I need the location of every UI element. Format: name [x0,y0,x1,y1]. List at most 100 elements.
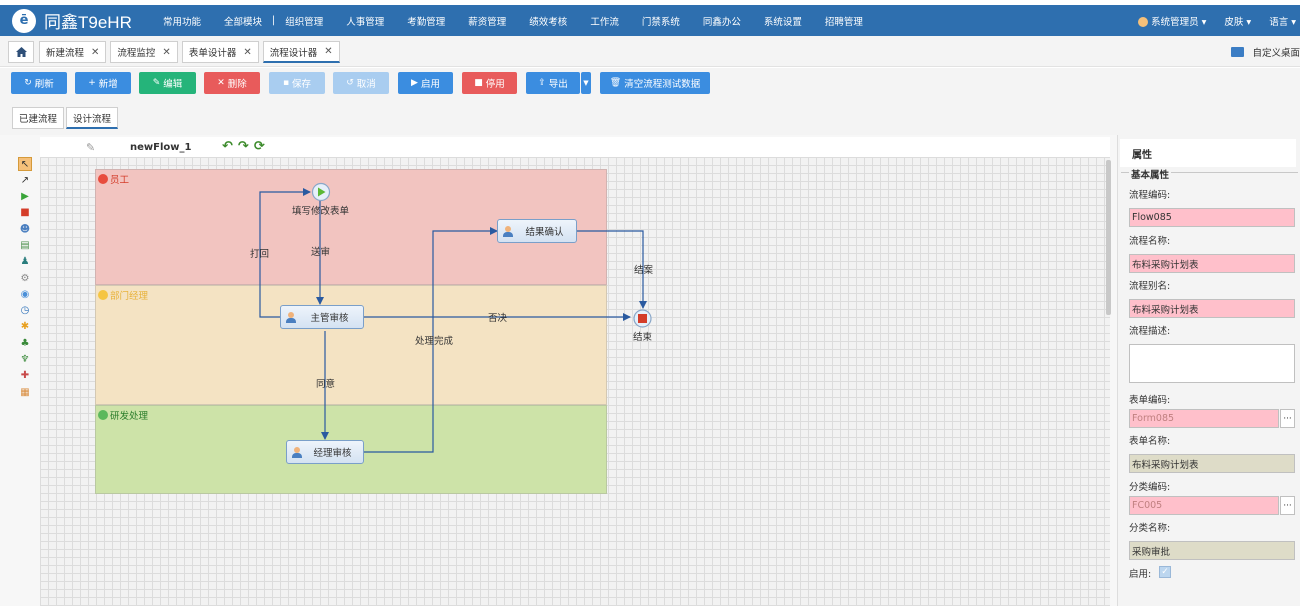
close-icon[interactable]: ✕ [162,46,171,58]
trash-icon: 🗑 [609,78,622,88]
language-menu[interactable]: 语言 ▾ [1269,16,1296,28]
add-button[interactable]: +新增 [75,72,131,94]
fork-tool-icon[interactable]: ♣ [20,337,30,349]
menu-office[interactable]: 同鑫办公 [702,16,741,28]
form-node-tool-icon[interactable]: ▤ [20,239,30,251]
play-icon: ▶ [411,78,418,88]
tab-label: 表单设计器 [188,48,237,59]
tab-flow-monitor[interactable]: 流程监控✕ [110,41,178,63]
tab-new-flow[interactable]: 新建流程✕ [39,41,107,63]
tab-flow-designer[interactable]: 流程设计器 ✕ [262,41,340,63]
flow-name-input[interactable]: 布料采购计划表 [1129,254,1295,273]
join-tool-icon[interactable]: ♆ [20,354,30,366]
undo-icon[interactable]: ↶ [222,139,233,154]
reload-icon[interactable]: ⟳ [253,139,265,154]
clear-test-data-button[interactable]: 🗑清空流程测试数据 [600,72,710,94]
lane-tool-icon[interactable]: ▦ [20,386,30,398]
edit-label: 编辑 [163,79,183,90]
end-node-tool-icon[interactable]: ■ [20,207,30,219]
lane-label: 部门经理 [98,288,148,302]
disable-button[interactable]: ■停用 [462,72,517,94]
lane-department-manager[interactable]: 部门经理 [95,285,607,405]
tab-design-flow[interactable]: 设计流程 [66,107,119,129]
category-code-picker-button[interactable]: ··· [1280,496,1295,515]
redo-icon[interactable]: ↷ [237,139,249,154]
menu-system-settings[interactable]: 系统设置 [763,16,802,28]
export-button[interactable]: ⇪导出 [526,72,580,94]
rename-icon[interactable]: ✎ [86,141,96,154]
menu-personnel[interactable]: 人事管理 [346,16,385,28]
export-dropdown-button[interactable]: ▼ [581,72,591,94]
tab-label: 流程设计器 [269,47,318,59]
tab-created-flows[interactable]: 已建流程 [12,107,65,129]
close-icon[interactable]: ✕ [91,46,100,58]
select-tool-icon[interactable]: ↖ [18,157,32,171]
cancel-button[interactable]: ↺取消 [333,72,389,94]
menu-salary[interactable]: 薪资管理 [468,16,507,28]
flow-desc-textarea[interactable] [1129,344,1295,383]
subflow-tool-icon[interactable]: ✚ [20,370,30,382]
add-label: 新增 [98,79,118,90]
home-icon [15,47,27,57]
user-icon [1138,17,1149,27]
close-icon[interactable]: ✕ [243,46,252,58]
transition-label-approve: 同意 [316,379,336,390]
menu-organization[interactable]: 组织管理 [285,16,324,28]
form-name-label: 表单名称: [1129,436,1171,447]
form-code-label: 表单编码: [1129,395,1171,406]
menu-all-modules[interactable]: 全部模块 [224,16,263,28]
node-result-confirm[interactable]: 结果确认 [497,219,577,243]
menu-separator: | [272,15,276,26]
tab-form-designer[interactable]: 表单设计器 ✕ [181,41,259,63]
group-node-tool-icon[interactable]: ♟ [20,256,30,268]
start-node-tool-icon[interactable]: ▶ [21,191,29,203]
custom-desktop-button[interactable]: 自定义桌面 [1231,45,1300,59]
enabled-checkbox[interactable]: ✓ [1159,566,1171,578]
task-node-tool-icon[interactable]: ☻ [19,223,31,235]
edit-button[interactable]: ✎编辑 [139,72,196,94]
refresh-button[interactable]: ↻刷新 [11,72,67,94]
caret-down-icon: ▼ [583,79,589,87]
flow-code-input[interactable]: Flow085 [1129,208,1295,227]
comment-tool-icon[interactable]: ◉ [20,288,30,300]
main-menu: 常用功能 全部模块 | 组织管理 人事管理 考勤管理 薪资管理 绩效考核 工作流… [163,5,886,36]
flow-alias-input[interactable]: 布料采购计划表 [1129,299,1295,318]
user-menu[interactable]: 系统管理员 ▾ [1138,14,1206,28]
plugin-tool-icon[interactable]: ✱ [20,321,30,333]
menu-workflow[interactable]: 工作流 [590,16,619,28]
plus-icon: + [88,78,96,88]
menu-recruitment[interactable]: 招聘管理 [824,16,863,28]
form-code-input[interactable]: Form085 [1129,409,1279,428]
menu-attendance[interactable]: 考勤管理 [407,16,446,28]
lane-status-icon [98,290,108,300]
flow-name[interactable]: newFlow_1 [130,142,192,153]
menu-common[interactable]: 常用功能 [163,16,202,28]
menu-access-control[interactable]: 门禁系统 [641,16,680,28]
enable-button[interactable]: ▶启用 [398,72,453,94]
save-label: 保存 [292,79,312,90]
basic-properties: 基本属性 流程编码: Flow085 流程名称: 布料采购计划表 流程别名: 布… [1121,167,1298,602]
user-task-icon [503,225,513,237]
home-tab[interactable] [8,41,34,63]
category-code-input[interactable]: FC005 [1129,496,1279,515]
transition-tool-icon[interactable]: ↗ [20,174,30,186]
save-button[interactable]: ▪保存 [269,72,325,94]
form-code-picker-button[interactable]: ··· [1280,409,1295,428]
delete-button[interactable]: ✕删除 [204,72,260,94]
start-node-icon[interactable] [311,182,331,202]
skin-menu[interactable]: 皮肤 ▾ [1224,16,1252,28]
node-manager-review[interactable]: 经理审核 [286,440,364,464]
refresh-label: 刷新 [34,79,54,90]
canvas-scrollbar[interactable] [1106,160,1111,315]
app-title: 同鑫T9eHR [44,13,132,32]
menu-performance[interactable]: 绩效考核 [529,16,568,28]
settings-tool-icon[interactable]: ⚙ [20,272,30,284]
close-icon[interactable]: ✕ [324,46,333,57]
disable-label: 停用 [485,79,505,90]
node-supervisor-review[interactable]: 主管审核 [280,305,364,329]
cancel-label: 取消 [356,79,376,90]
app-logo[interactable]: ē 同鑫T9eHR [12,8,132,33]
category-name-label: 分类名称: [1129,523,1171,534]
end-node-icon[interactable] [633,309,652,328]
timer-tool-icon[interactable]: ◷ [20,305,30,317]
